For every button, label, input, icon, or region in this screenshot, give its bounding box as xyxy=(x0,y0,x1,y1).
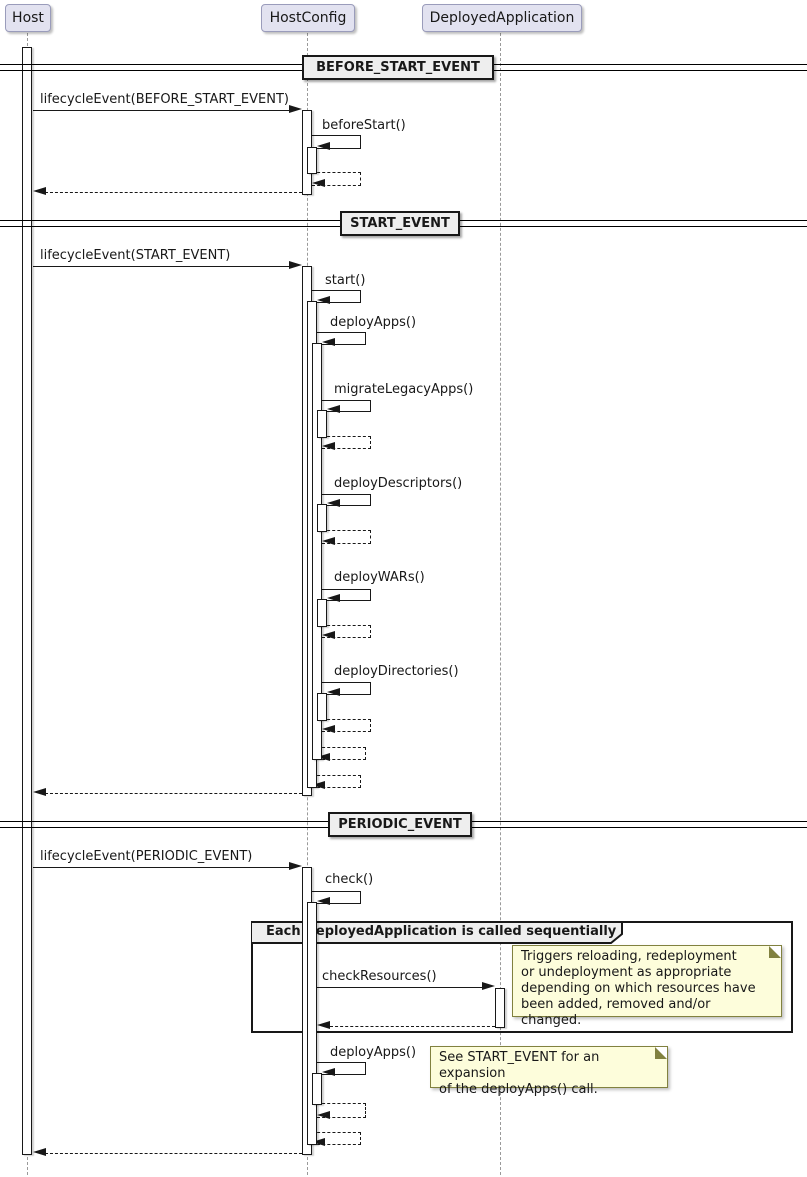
participant-host: Host xyxy=(5,4,51,32)
activation-beforestart xyxy=(307,147,317,174)
msg-deployapps-selfcall xyxy=(317,332,366,345)
msg-deploywars-label: deployWARs() xyxy=(334,570,425,585)
return-start xyxy=(312,775,361,788)
msg-migratelegacyapps-label: migrateLegacyApps() xyxy=(334,382,474,397)
activation-periodic-deployapps xyxy=(312,1073,322,1105)
lifeline-deployedapplication xyxy=(500,33,501,1175)
msg-migratelegacyapps-arrowhead xyxy=(327,405,340,413)
msg-periodic-lifecycle-arrowhead xyxy=(289,862,302,870)
note-deployapps: See START_EVENT for an expansion of the … xyxy=(430,1046,668,1097)
msg-migratelegacyapps-selfcall xyxy=(322,400,371,412)
return-migratelegacyapps xyxy=(322,436,371,449)
return-start-lifecycle-arrowhead xyxy=(33,788,46,796)
return-deployapps-arrowhead xyxy=(317,753,330,761)
divider-start-box: START_EVENT xyxy=(340,211,460,236)
msg-before-lifecycle-arrowhead xyxy=(289,105,302,113)
return-periodic-lifecycle-arrowhead xyxy=(33,1148,46,1156)
msg-checkresources-arrowhead xyxy=(482,982,495,990)
divider-before-label: BEFORE_START_EVENT xyxy=(316,60,480,75)
return-periodic-lifecycle-line xyxy=(45,1153,302,1154)
msg-periodic-lifecycle-label: lifecycleEvent(PERIODIC_EVENT) xyxy=(40,849,253,864)
divider-periodic-label: PERIODIC_EVENT xyxy=(338,817,462,832)
msg-beforestart-selfcall xyxy=(312,135,361,149)
activation-deployedapplication xyxy=(495,988,505,1028)
msg-checkresources-line xyxy=(317,987,483,988)
msg-deploydescriptors-arrowhead xyxy=(327,499,340,507)
msg-start-selfcall xyxy=(312,290,361,303)
participant-hostconfig: HostConfig xyxy=(261,4,355,32)
return-before-lifecycle-arrowhead xyxy=(33,187,46,195)
msg-start-label: start() xyxy=(325,273,366,288)
activation-check xyxy=(307,902,317,1145)
activation-deployapps xyxy=(312,343,322,760)
note-checkresources: Triggers reloading, redeployment or unde… xyxy=(512,945,782,1028)
msg-check-selfcall xyxy=(312,891,361,904)
msg-periodic-deployapps-selfcall xyxy=(317,1062,366,1075)
msg-deploydescriptors-selfcall xyxy=(322,494,371,506)
return-before-lifecycle-line xyxy=(45,192,302,193)
return-periodic-deployapps-arrowhead xyxy=(317,1111,330,1119)
divider-start-label: START_EVENT xyxy=(350,216,450,231)
msg-deploydirectories-label: deployDirectories() xyxy=(334,664,459,679)
msg-deploydescriptors-label: deployDescriptors() xyxy=(334,476,463,491)
return-beforestart-arrowhead xyxy=(312,179,325,187)
activation-migratelegacyapps xyxy=(317,410,327,438)
msg-beforestart-label: beforeStart() xyxy=(322,118,406,133)
activation-deploywars xyxy=(317,599,327,627)
return-start-lifecycle-line xyxy=(45,793,302,794)
participant-hostconfig-label: HostConfig xyxy=(269,10,347,26)
divider-periodic-box: PERIODIC_EVENT xyxy=(328,812,472,837)
group-header-shape xyxy=(251,921,623,944)
participant-deployedapplication: DeployedApplication xyxy=(422,4,582,32)
msg-deploywars-selfcall xyxy=(322,589,371,601)
msg-deployapps-arrowhead xyxy=(322,338,335,346)
activation-host xyxy=(22,47,32,1155)
return-deploywars xyxy=(322,625,371,638)
return-deploydescriptors xyxy=(322,530,371,544)
return-periodic-deployapps xyxy=(317,1103,366,1118)
return-deploydescriptors-arrowhead xyxy=(322,537,335,545)
participant-deployedapplication-label: DeployedApplication xyxy=(429,10,575,26)
group-label: Each DeployedApplication is called seque… xyxy=(266,924,617,939)
activation-deploydescriptors xyxy=(317,504,327,532)
participant-host-label: Host xyxy=(12,10,44,26)
msg-check-label: check() xyxy=(325,872,374,887)
msg-deploydirectories-arrowhead xyxy=(327,688,340,696)
msg-before-lifecycle-label: lifecycleEvent(BEFORE_START_EVENT) xyxy=(40,92,289,107)
return-migratelegacyapps-arrowhead xyxy=(322,442,335,450)
return-check xyxy=(312,1132,361,1145)
msg-periodic-lifecycle-line xyxy=(33,867,290,868)
msg-beforestart-arrowhead xyxy=(317,142,330,150)
msg-checkresources-label: checkResources() xyxy=(322,969,437,984)
return-deploydirectories-arrowhead xyxy=(322,725,335,733)
return-checkresources-line xyxy=(330,1026,495,1027)
msg-deploydirectories-selfcall xyxy=(322,682,371,695)
return-beforestart xyxy=(312,172,361,186)
return-deploywars-arrowhead xyxy=(322,631,335,639)
return-checkresources-arrowhead xyxy=(317,1021,330,1029)
msg-check-arrowhead xyxy=(317,897,330,905)
msg-deployapps-label: deployApps() xyxy=(330,315,417,330)
return-start-arrowhead xyxy=(312,781,325,789)
msg-start-arrowhead xyxy=(317,296,330,304)
msg-periodic-deployapps-arrowhead xyxy=(322,1068,335,1076)
msg-start-lifecycle-label: lifecycleEvent(START_EVENT) xyxy=(40,248,231,263)
msg-before-lifecycle-line xyxy=(33,110,290,111)
msg-deploywars-arrowhead xyxy=(327,594,340,602)
msg-start-lifecycle-line xyxy=(33,266,290,267)
divider-before-box: BEFORE_START_EVENT xyxy=(302,55,494,80)
return-check-arrowhead xyxy=(312,1138,325,1146)
activation-deploydirectories xyxy=(317,693,327,721)
msg-periodic-deployapps-label: deployApps() xyxy=(330,1045,417,1060)
return-deploydirectories xyxy=(322,719,371,732)
return-deployapps xyxy=(317,747,366,760)
msg-start-lifecycle-arrowhead xyxy=(289,261,302,269)
